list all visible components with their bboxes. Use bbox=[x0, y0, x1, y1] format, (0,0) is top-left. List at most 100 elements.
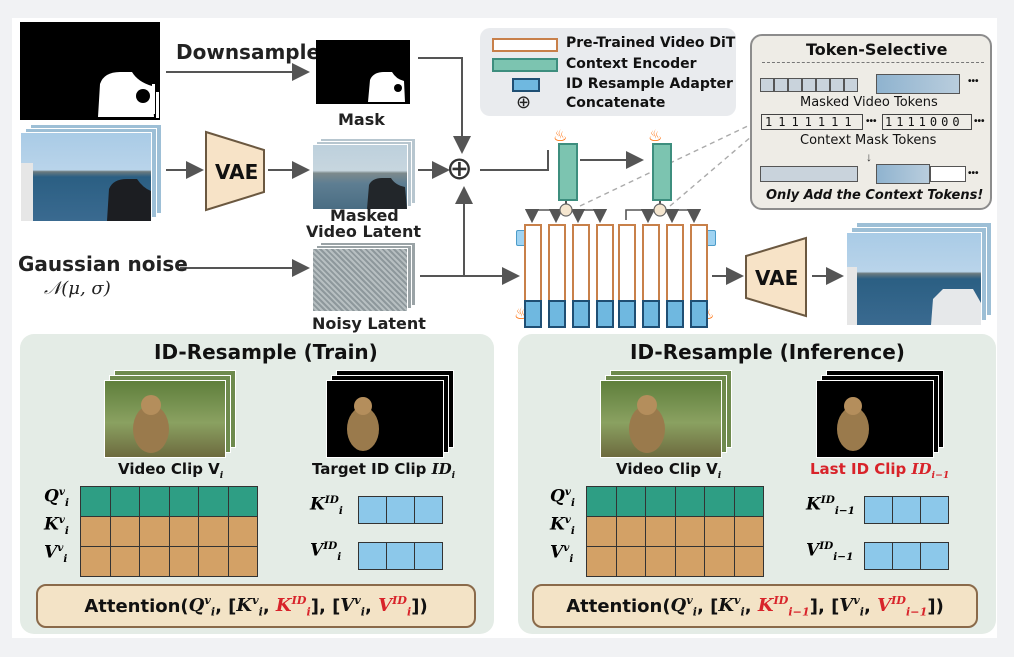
masked-video-tokens-label: Masked Video Tokens bbox=[800, 95, 938, 110]
mask-small-image bbox=[316, 40, 410, 104]
inference-q-label: Qvi bbox=[550, 486, 575, 510]
down-arrow-icon: ↓ bbox=[866, 150, 872, 164]
id-token-cell bbox=[864, 542, 893, 570]
vae-encoder-label: VAE bbox=[215, 160, 259, 184]
id-resample-adapter bbox=[548, 300, 566, 328]
token-image-strip bbox=[876, 164, 930, 184]
attention-grid-cell bbox=[704, 516, 735, 547]
legend-adapter-swatch bbox=[512, 78, 540, 92]
legend-dit-swatch bbox=[492, 38, 558, 52]
attention-grid-cell bbox=[645, 516, 676, 547]
train-panel-title: ID-Resample (Train) bbox=[154, 340, 378, 364]
token-cell bbox=[760, 78, 774, 92]
mask-label: Mask bbox=[338, 110, 385, 129]
inference-attention-formula: Attention(Qvi, [Kvi, KIDi−1], [Vvi, VIDi… bbox=[532, 584, 978, 628]
boat-icon bbox=[847, 267, 981, 325]
attention-grid-cell bbox=[615, 546, 646, 577]
id-resample-adapter bbox=[690, 300, 708, 328]
vae-encoder-block bbox=[205, 130, 265, 212]
train-vid-label: VIDi bbox=[310, 540, 342, 564]
attention-grid-cell bbox=[80, 546, 111, 577]
ts-ellipsis: ••• bbox=[968, 76, 979, 87]
downsample-label: Downsample bbox=[176, 40, 321, 64]
gaussian-formula: 𝒩(μ, σ) bbox=[44, 278, 111, 299]
id-token-cell bbox=[386, 542, 415, 570]
monkey-icon bbox=[133, 395, 169, 453]
attention-grid-cell bbox=[168, 546, 199, 577]
context-encoder-2 bbox=[652, 143, 672, 201]
attention-grid-cell bbox=[733, 546, 764, 577]
attention-grid-cell bbox=[80, 516, 111, 547]
legend-concat-label: Concatenate bbox=[566, 95, 666, 111]
train-k-label: Kvi bbox=[44, 514, 69, 538]
token-image-strip bbox=[760, 166, 858, 182]
legend-adapter-label: ID Resample Adapter bbox=[566, 76, 733, 92]
train-video-clip-image bbox=[104, 370, 236, 458]
ts-ellipsis: ••• bbox=[866, 116, 877, 127]
id-resample-adapter bbox=[572, 300, 590, 328]
inference-kid-label: KIDi−1 bbox=[806, 494, 855, 518]
masked-video-latent-label-2: Video Latent bbox=[306, 222, 421, 241]
attention-grid-cell bbox=[674, 516, 705, 547]
id-token-cell bbox=[864, 496, 893, 524]
noisy-latent-image bbox=[312, 242, 416, 312]
monkey-icon bbox=[629, 395, 665, 453]
mask-input-image bbox=[20, 22, 160, 120]
attention-grid-cell bbox=[198, 486, 229, 517]
attention-grid-cell bbox=[139, 486, 170, 517]
legend-encoder-label: Context Encoder bbox=[566, 56, 697, 72]
vae-decoder-label: VAE bbox=[755, 266, 799, 290]
token-cell bbox=[930, 166, 966, 182]
id-token-cell bbox=[892, 496, 921, 524]
attention-grid-cell bbox=[645, 546, 676, 577]
attention-grid-cell bbox=[733, 516, 764, 547]
attention-grid-cell bbox=[674, 486, 705, 517]
fire-icon: ♨ bbox=[553, 128, 568, 145]
id-token-cell bbox=[920, 496, 949, 524]
context-encoder-1 bbox=[558, 143, 578, 201]
inference-video-clip-image bbox=[600, 370, 732, 458]
attention-grid-cell bbox=[704, 486, 735, 517]
legend-encoder-swatch bbox=[492, 58, 558, 72]
attention-grid-cell bbox=[645, 486, 676, 517]
context-mask-values-2: 1111000 bbox=[882, 114, 972, 130]
id-token-cell bbox=[414, 542, 443, 570]
attention-grid-cell bbox=[586, 546, 617, 577]
boat-icon bbox=[21, 163, 151, 221]
id-resample-adapter bbox=[524, 300, 542, 328]
masked-video-latent-image bbox=[312, 138, 416, 210]
id-resample-adapter bbox=[596, 300, 614, 328]
id-resample-adapter bbox=[642, 300, 660, 328]
token-cell bbox=[788, 78, 802, 92]
token-cell bbox=[844, 78, 858, 92]
attention-grid-cell bbox=[227, 516, 258, 547]
vae-decoder-block bbox=[745, 236, 807, 318]
token-selective-divider bbox=[762, 62, 984, 63]
inference-last-id-image bbox=[816, 370, 944, 458]
gaussian-noise-label: Gaussian noise bbox=[18, 252, 188, 276]
id-token-cell bbox=[358, 542, 387, 570]
masked-video-latent-label-1: Masked bbox=[330, 206, 399, 225]
attention-grid-cell bbox=[733, 486, 764, 517]
train-q-label: Qvi bbox=[44, 486, 69, 510]
input-video-frames bbox=[20, 124, 162, 222]
id-token-cell bbox=[358, 496, 387, 524]
attention-grid-cell bbox=[139, 546, 170, 577]
token-image-strip bbox=[876, 74, 960, 94]
attention-grid-cell bbox=[674, 546, 705, 577]
token-cell bbox=[816, 78, 830, 92]
ts-ellipsis: ••• bbox=[968, 168, 979, 179]
attention-grid-cell bbox=[139, 516, 170, 547]
inference-last-id-label: Last ID Clip IDi−1 bbox=[810, 460, 950, 481]
monkey-icon bbox=[347, 397, 379, 451]
train-target-id-label: Target ID Clip IDi bbox=[312, 460, 456, 481]
concatenate-icon: ⊕ bbox=[446, 149, 473, 187]
id-token-cell bbox=[892, 542, 921, 570]
attention-grid-cell bbox=[198, 546, 229, 577]
attention-grid-cell bbox=[80, 486, 111, 517]
attention-grid-cell bbox=[227, 546, 258, 577]
fire-icon: ♨ bbox=[648, 128, 663, 145]
context-mask-tokens-label: Context Mask Tokens bbox=[800, 133, 937, 148]
